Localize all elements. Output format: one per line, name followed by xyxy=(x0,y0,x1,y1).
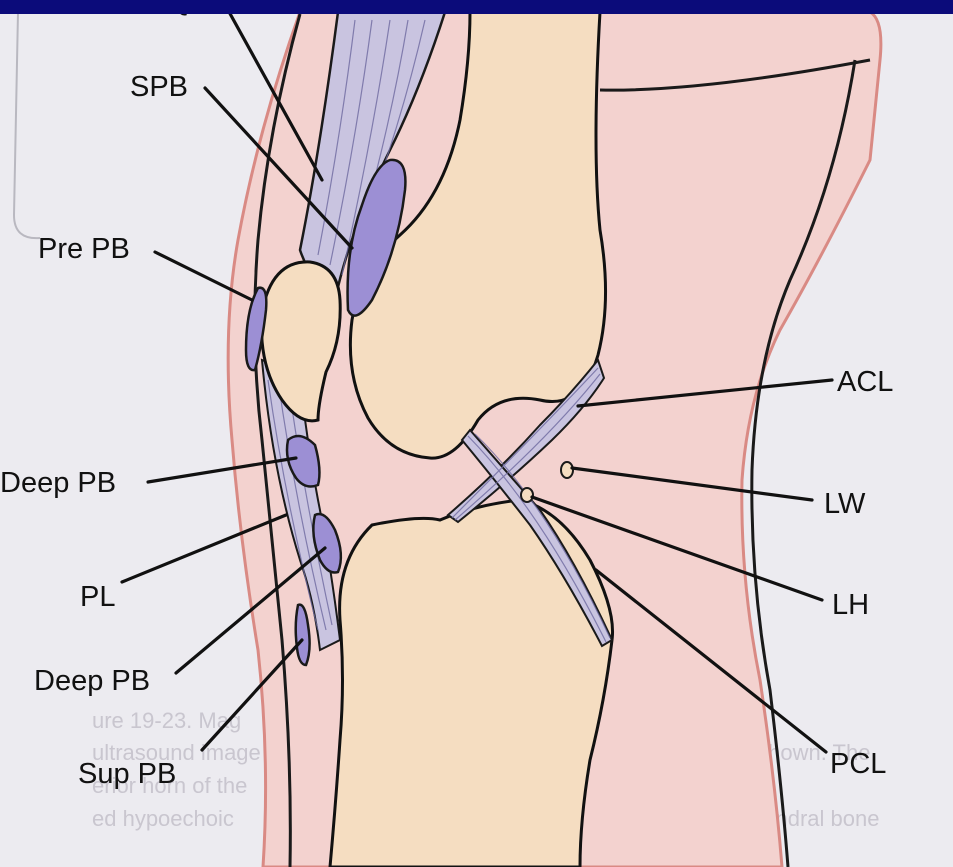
label-lw: LW xyxy=(824,488,866,520)
top-border xyxy=(0,0,953,14)
label-acl: ACL xyxy=(837,366,893,398)
label-spb: SPB xyxy=(130,71,188,103)
tibia xyxy=(330,500,613,867)
label-pre-pb: Pre PB xyxy=(38,233,130,265)
label-sup-pb: Sup PB xyxy=(78,758,176,790)
label-deep-pb-upper: Deep PB xyxy=(0,467,116,499)
caption-line: ed hypoechoic xyxy=(92,806,234,831)
ligament-of-wrisberg xyxy=(561,462,573,478)
label-pcl: PCL xyxy=(830,748,886,780)
label-deep-pb-lower: Deep PB xyxy=(34,665,150,697)
label-lh: LH xyxy=(832,589,869,621)
ligament-of-humphrey xyxy=(521,488,533,502)
label-pl: PL xyxy=(80,581,115,613)
